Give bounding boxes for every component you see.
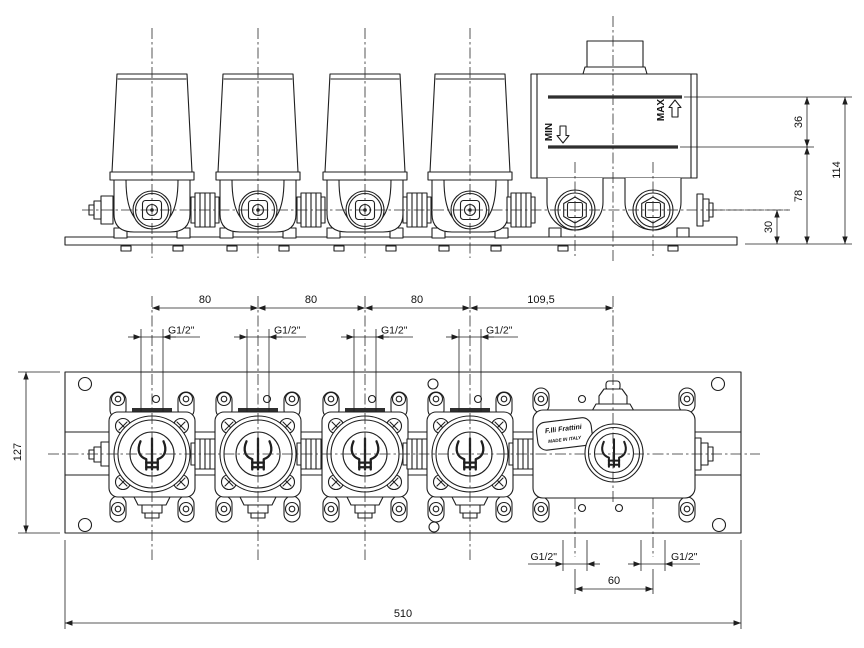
port-thread-dimensions-top: G1/2" G1/2" G1/2" G1/2" (128, 325, 518, 412)
dim-outlet-spacing: 60 (608, 575, 620, 587)
min-label: MIN (544, 123, 555, 141)
dim-pitch-3: 80 (411, 294, 423, 306)
mixer-elevation: MAX MIN (530, 40, 714, 252)
mixer-knob (586, 40, 644, 68)
dim-axis-to-base: 30 (763, 221, 775, 233)
port-thread-label-outlet-left: G1/2" (531, 551, 558, 563)
dim-pitch-1: 80 (199, 294, 211, 306)
min-down-arrow-icon (556, 125, 570, 144)
top-view: MAX MIN (64, 16, 852, 262)
dim-total-height: 114 (831, 161, 843, 179)
dim-pitch-mixer: 109,5 (527, 294, 555, 306)
port-thread-label-2: G1/2" (274, 325, 301, 337)
top-view-centerlines (82, 16, 790, 262)
mixer-plan: F.lli Frattini MADE IN ITALY (532, 380, 714, 523)
brand-plate: F.lli Frattini MADE IN ITALY (535, 417, 594, 451)
max-label: MAX (656, 99, 667, 122)
dim-min-to-base: 78 (793, 190, 805, 202)
dim-pitch-2: 80 (305, 294, 317, 306)
top-view-dimensions: 36 78 114 30 (680, 96, 852, 245)
plan-view: F.lli Frattini MADE IN ITALY (12, 294, 760, 629)
pitch-dimensions: 80 80 80 109,5 (151, 294, 614, 311)
dim-max-to-min: 36 (793, 116, 805, 128)
plate-dimensions: 127 510 (12, 371, 742, 629)
max-up-arrow-icon (668, 99, 682, 118)
dim-plate-width: 127 (12, 443, 24, 461)
port-thread-label-4: G1/2" (486, 325, 513, 337)
port-thread-label-1: G1/2" (168, 325, 195, 337)
plan-view-centerlines (48, 296, 760, 560)
made-in-label: MADE IN ITALY (548, 435, 583, 444)
port-thread-label-outlet-right: G1/2" (671, 551, 698, 563)
port-thread-label-3: G1/2" (381, 325, 408, 337)
outlet-dimensions: G1/2" G1/2" 60 (528, 540, 700, 594)
brand-label: F.lli Frattini (545, 424, 584, 436)
dim-plate-length: 510 (394, 608, 412, 620)
